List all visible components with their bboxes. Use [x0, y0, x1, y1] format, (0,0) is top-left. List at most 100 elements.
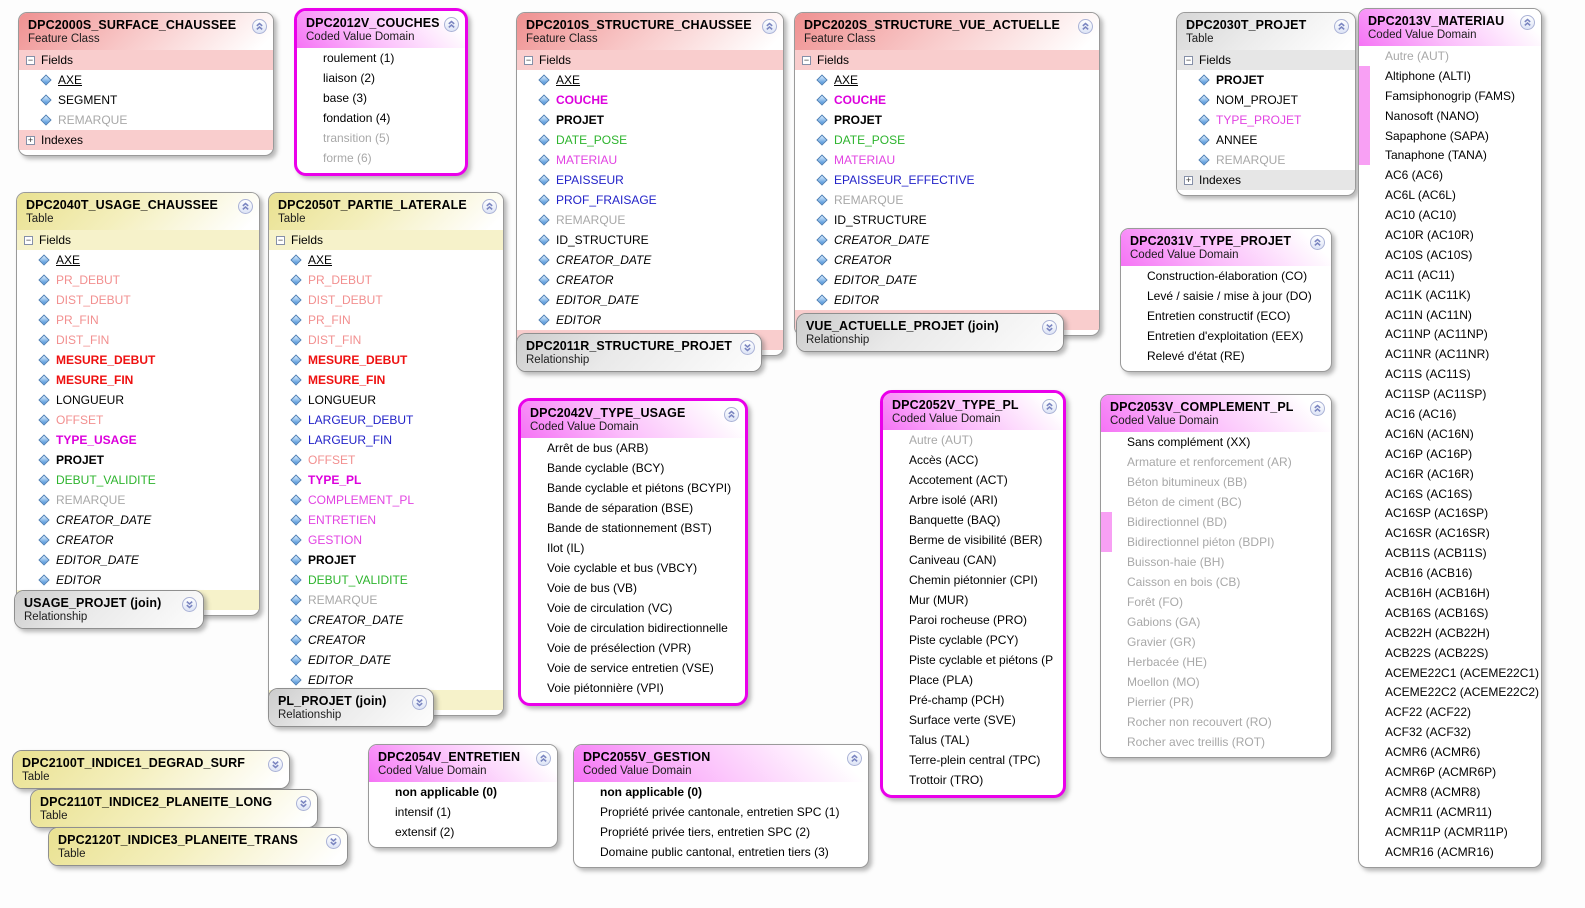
field-pr-fin[interactable]: PR_FIN: [269, 310, 503, 330]
field-id-structure[interactable]: ID_STRUCTURE: [795, 210, 1099, 230]
collapse-icon[interactable]: [536, 751, 551, 766]
fields-section-header[interactable]: −Fields: [517, 50, 783, 70]
field-remarque[interactable]: REMARQUE: [17, 490, 259, 510]
domain-value-item[interactable]: ACMR16 (ACMR16): [1385, 844, 1494, 859]
domain-value-item[interactable]: extensif (2): [395, 825, 455, 839]
domain-value-item[interactable]: base (3): [323, 91, 368, 105]
domain-value-item[interactable]: AC16P (AC16P): [1385, 446, 1473, 461]
field-longueur[interactable]: LONGUEUR: [269, 390, 503, 410]
field-axe[interactable]: AXE: [517, 70, 783, 90]
field-mesure-fin[interactable]: MESURE_FIN: [269, 370, 503, 390]
domain-value-item[interactable]: AC16S (AC16S): [1385, 486, 1473, 501]
field-editor[interactable]: EDITOR: [795, 290, 1099, 310]
domain-value-item[interactable]: AC11 (AC11): [1385, 267, 1455, 282]
field-materiau[interactable]: MATERIAU: [517, 150, 783, 170]
domain-value-item[interactable]: Ilot (IL): [547, 541, 585, 555]
field-couche[interactable]: COUCHE: [517, 90, 783, 110]
domain-value-item[interactable]: Arbre isolé (ARI): [909, 493, 998, 507]
pl-projet-join[interactable]: PL_PROJET (join)Relationship: [268, 688, 434, 727]
domain-value-item[interactable]: non applicable (0): [395, 785, 498, 799]
domain-value-item[interactable]: AC11N (AC11N): [1385, 307, 1472, 322]
collapse-icon[interactable]: [762, 19, 777, 34]
expand-plus-icon[interactable]: +: [1184, 174, 1193, 185]
field-date-pose[interactable]: DATE_POSE: [517, 130, 783, 150]
indexes-section-header[interactable]: +Indexes: [1177, 170, 1355, 190]
domain-value-item[interactable]: Relevé d'état (RE): [1147, 349, 1245, 363]
expand-icon[interactable]: [296, 796, 311, 811]
field-remarque[interactable]: REMARQUE: [795, 190, 1099, 210]
domain-value-item[interactable]: Voie de service entretien (VSE): [547, 661, 714, 675]
vue-actuelle-projet-join[interactable]: VUE_ACTUELLE_PROJET (join)Relationship: [796, 313, 1064, 352]
domain-value-item[interactable]: ACEME22C1 (ACEME22C1): [1385, 665, 1540, 680]
domain-value-item[interactable]: non applicable (0): [600, 785, 703, 799]
collapse-icon[interactable]: [847, 751, 862, 766]
expand-plus-icon[interactable]: +: [26, 134, 35, 145]
field-pr-fin[interactable]: PR_FIN: [17, 310, 259, 330]
expand-icon[interactable]: [740, 340, 755, 355]
domain-value-item[interactable]: Chemin piétonnier (CPI): [909, 573, 1038, 587]
field-dist-debut[interactable]: DIST_DEBUT: [17, 290, 259, 310]
domain-value-item[interactable]: Forêt (FO): [1127, 595, 1183, 609]
domain-value-item[interactable]: Banquette (BAQ): [909, 513, 1001, 527]
domain-value-item[interactable]: Voie de circulation bidirectionnelle: [547, 621, 728, 635]
domain-value-item[interactable]: Herbacée (HE): [1127, 655, 1208, 669]
domain-value-item[interactable]: ACB16 (ACB16): [1385, 566, 1473, 581]
fields-section-header[interactable]: −Fields: [19, 50, 273, 70]
domain-value-item[interactable]: AC11SP (AC11SP): [1385, 387, 1487, 402]
domain-value-item[interactable]: Piste cyclable (PCY): [909, 633, 1019, 647]
collapse-minus-icon[interactable]: −: [1184, 54, 1193, 65]
collapse-icon[interactable]: [482, 199, 497, 214]
domain-value-item[interactable]: AC11NP (AC11NP): [1385, 327, 1488, 342]
expand-icon[interactable]: [412, 695, 427, 710]
domain-value-item[interactable]: Berme de visibilité (BER): [909, 533, 1043, 547]
field-nom-projet[interactable]: NOM_PROJET: [1177, 90, 1355, 110]
domain-value-item[interactable]: Bande de stationnement (BST): [547, 521, 712, 535]
field-creator-date[interactable]: CREATOR_DATE: [517, 250, 783, 270]
field-creator-date[interactable]: CREATOR_DATE: [17, 510, 259, 530]
field-type-projet[interactable]: TYPE_PROJET: [1177, 110, 1355, 130]
field-creator[interactable]: CREATOR: [269, 630, 503, 650]
field-type-pl[interactable]: TYPE_PL: [269, 470, 503, 490]
collapse-icon[interactable]: [1078, 19, 1093, 34]
field-axe[interactable]: AXE: [19, 70, 273, 90]
domain-value-item[interactable]: Surface verte (SVE): [909, 713, 1016, 727]
field-dist-fin[interactable]: DIST_FIN: [269, 330, 503, 350]
indexes-section-header[interactable]: +Indexes: [19, 130, 273, 150]
expand-icon[interactable]: [268, 757, 283, 772]
fields-section-header[interactable]: −Fields: [795, 50, 1099, 70]
field-dist-debut[interactable]: DIST_DEBUT: [269, 290, 503, 310]
domain-value-item[interactable]: AC16SP (AC16SP): [1385, 506, 1489, 521]
domain-value-item[interactable]: Bande cyclable (BCY): [547, 461, 665, 475]
domain-value-item[interactable]: Accès (ACC): [909, 453, 979, 467]
domain-value-item[interactable]: Voie cyclable et bus (VBCY): [547, 561, 698, 575]
domain-value-item[interactable]: Arrêt de bus (ARB): [547, 441, 649, 455]
collapse-minus-icon[interactable]: −: [276, 234, 285, 245]
collapse-icon[interactable]: [1334, 19, 1349, 34]
domain-value-item[interactable]: Terre-plein central (TPC): [909, 753, 1041, 767]
domain-value-item[interactable]: Pré-champ (PCH): [909, 693, 1005, 707]
domain-value-item[interactable]: AC16SR (AC16SR): [1385, 526, 1490, 541]
domain-value-item[interactable]: AC10R (AC10R): [1385, 227, 1474, 242]
field-creator[interactable]: CREATOR: [17, 530, 259, 550]
domain-value-item[interactable]: Entretien d'exploitation (EEX): [1147, 329, 1304, 343]
domain-value-item[interactable]: Moellon (MO): [1127, 675, 1200, 689]
domain-value-item[interactable]: AC10 (AC10): [1385, 208, 1457, 223]
collapse-icon[interactable]: [1310, 235, 1325, 250]
domain-value-item[interactable]: Talus (TAL): [909, 733, 970, 747]
field-debut-validite[interactable]: DEBUT_VALIDITE: [17, 470, 259, 490]
collapse-minus-icon[interactable]: −: [24, 234, 33, 245]
field-remarque[interactable]: REMARQUE: [1177, 150, 1355, 170]
expand-icon[interactable]: [326, 834, 341, 849]
field-offset[interactable]: OFFSET: [269, 450, 503, 470]
domain-value-item[interactable]: intensif (1): [395, 805, 452, 819]
usage-projet-join[interactable]: USAGE_PROJET (join)Relationship: [14, 590, 204, 629]
fields-section-header[interactable]: −Fields: [269, 230, 503, 250]
domain-value-item[interactable]: Altiphone (ALTI): [1359, 65, 1541, 86]
domain-value-item[interactable]: AC16N (AC16N): [1385, 426, 1474, 441]
field-id-structure[interactable]: ID_STRUCTURE: [517, 230, 783, 250]
domain-value-item[interactable]: Autre (AUT): [1385, 48, 1450, 63]
domain-value-item[interactable]: Propriété privée cantonale, entretien SP…: [600, 805, 840, 819]
field-mesure-fin[interactable]: MESURE_FIN: [17, 370, 259, 390]
